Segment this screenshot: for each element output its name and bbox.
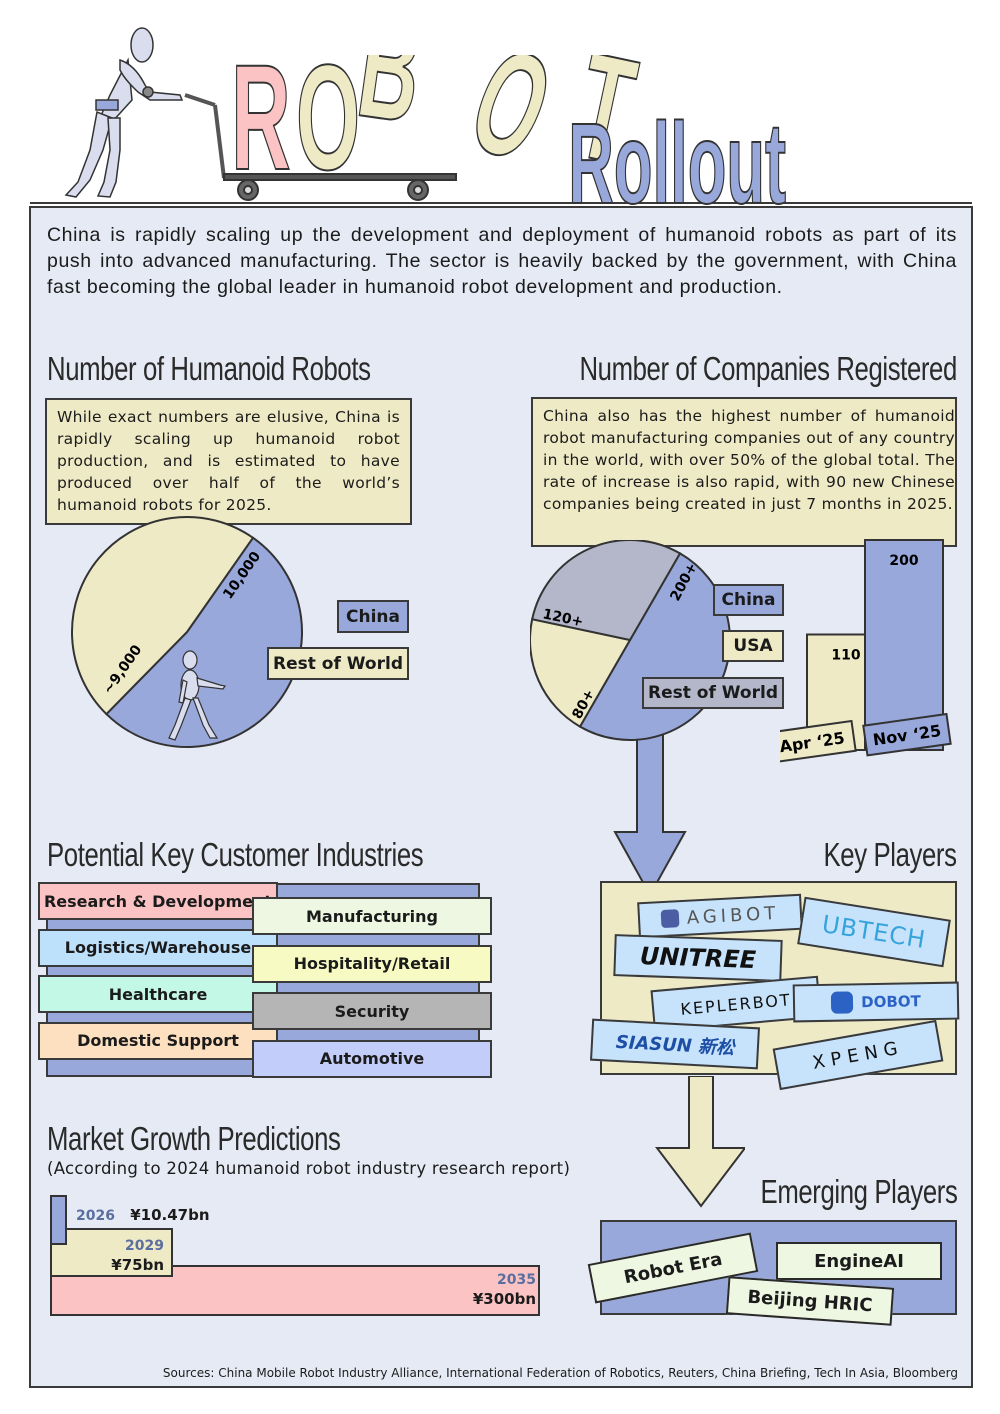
market-label-2029: 2029¥75bn xyxy=(111,1238,164,1274)
robots-title: Number of Humanoid Robots xyxy=(47,350,371,387)
market-label-2035: 2035¥300bn xyxy=(472,1272,536,1308)
industry-security: Security xyxy=(252,992,492,1030)
emerging-engineai: EngineAI xyxy=(776,1242,942,1280)
market-label-2026: 2026 ¥10.47bn xyxy=(76,1206,210,1224)
bar-category-tag xyxy=(780,719,857,764)
market-bar-chart: 2026 ¥10.47bn 2029¥75bn 2035¥300bn xyxy=(46,1195,546,1320)
legend-china-companies: China xyxy=(713,584,784,616)
legend-rest-of-world: Rest of World xyxy=(267,647,409,680)
pie-slice-china xyxy=(105,536,303,748)
emerging-title: Emerging Players xyxy=(760,1173,957,1210)
title-letter-o: O xyxy=(296,55,360,201)
robots-pie-chart: 10,000~9,000 xyxy=(71,516,303,748)
title-rollout: Rollout xyxy=(568,99,786,205)
pie-slice-rest-of-world xyxy=(530,540,682,642)
market-bar-2029 xyxy=(50,1228,173,1277)
title-graphic: R O B O T Rollout xyxy=(230,55,930,205)
intro-text: China is rapidly scaling up the developm… xyxy=(47,224,957,298)
header-illustration xyxy=(30,27,972,204)
agibot-icon xyxy=(660,909,680,929)
industry-logistics-warehouse: Logistics/Warehouse xyxy=(38,928,278,967)
industry-manufacturing: Manufacturing xyxy=(252,897,492,935)
market-title: Market Growth Predictions xyxy=(47,1120,341,1157)
industry-automotive: Automotive xyxy=(252,1039,492,1078)
robot-figure-icon xyxy=(64,27,184,198)
robots-note: While exact numbers are elusive, China i… xyxy=(45,398,412,525)
industry-healthcare: Healthcare xyxy=(38,975,278,1013)
market-bar-2026 xyxy=(50,1195,68,1245)
legend-usa: USA xyxy=(722,630,784,662)
legend-china: China xyxy=(337,600,409,633)
industries-title: Potential Key Customer Industries xyxy=(47,836,424,873)
logo-unitree: UNITREE xyxy=(613,934,783,982)
legend-rest-of-world-companies: Rest of World xyxy=(642,677,784,709)
companies-title: Number of Companies Registered xyxy=(579,350,958,387)
pie-slice-usa xyxy=(530,618,632,728)
companies-note-text: China also has the highest number of hum… xyxy=(543,407,955,513)
title-letter-r: R xyxy=(231,55,291,201)
title-letter-o2: O xyxy=(450,55,573,194)
title-letter-b: B xyxy=(349,55,431,155)
bar-category-tag xyxy=(862,712,952,757)
logo-siasun: SIASUN 新松 xyxy=(590,1018,760,1070)
bar-value-label: 200 xyxy=(889,553,918,569)
industry-hospitality-retail: Hospitality/Retail xyxy=(252,944,492,983)
arrow-down-icon-2 xyxy=(655,1076,745,1208)
industry-domestic-support: Domestic Support xyxy=(38,1021,278,1060)
logo-dobot: DOBOT xyxy=(792,981,960,1023)
dobot-icon xyxy=(831,991,854,1014)
companies-note: China also has the highest number of hum… xyxy=(531,397,957,547)
industry-research-development: Research & Development xyxy=(38,882,278,920)
key-players-title: Key Players xyxy=(823,836,957,873)
bar-value-label: 110 xyxy=(831,648,860,664)
sources-text: Sources: China Mobile Robot Industry All… xyxy=(162,1366,958,1380)
pie-slice-rest-of-world xyxy=(71,516,255,716)
walking-robot-icon xyxy=(168,650,226,741)
bar-1 xyxy=(864,539,944,751)
market-subtitle: (According to 2024 humanoid robot indust… xyxy=(47,1159,571,1178)
arrow-down-icon xyxy=(613,720,687,898)
cart-icon xyxy=(184,93,457,201)
